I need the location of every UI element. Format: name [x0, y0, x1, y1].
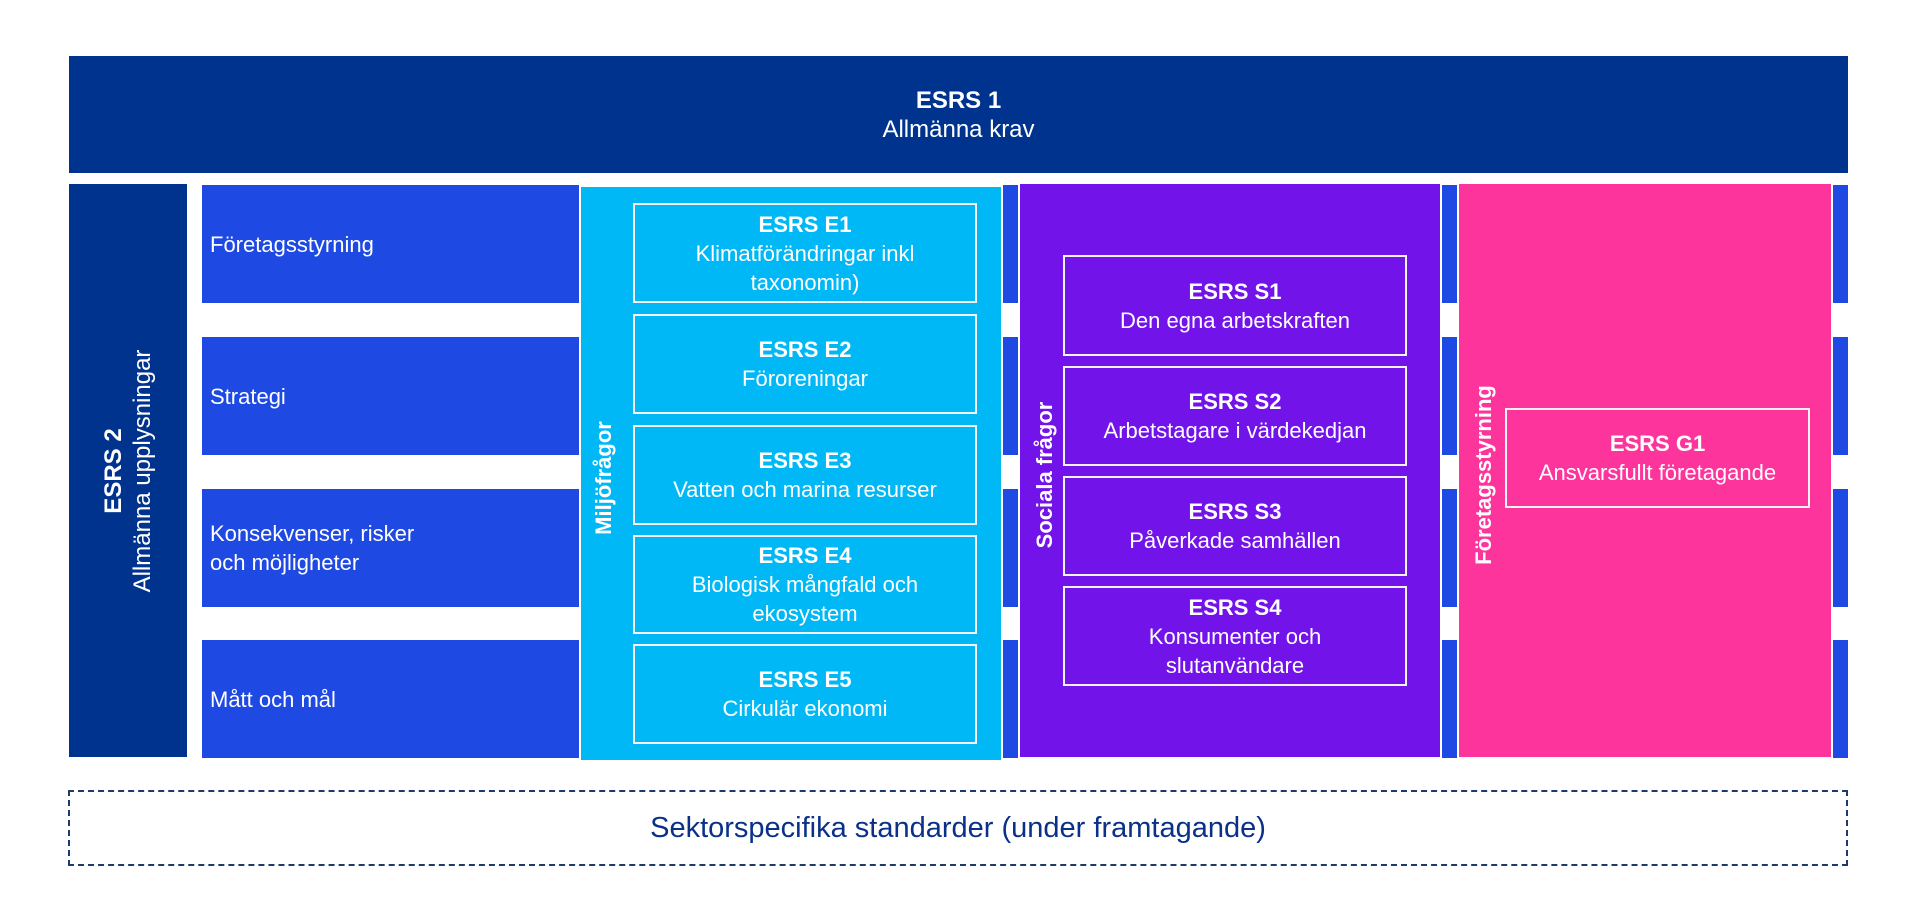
standard-title: Konsumenter och slutanvändare: [1148, 623, 1322, 678]
standard-code: ESRS E3: [758, 448, 852, 473]
standard-code: ESRS E4: [758, 543, 852, 568]
row-strip: [1442, 185, 1457, 303]
standard-box-e1: ESRS E1 Klimatförändringar inkl taxonomi…: [633, 203, 977, 303]
standard-code: ESRS E2: [758, 337, 852, 362]
social-column: Sociala frågor: [1020, 184, 1440, 757]
standard-title: Cirkulär ekonomi: [722, 696, 888, 721]
standard-code: ESRS E1: [758, 211, 852, 237]
row-strip: [1003, 337, 1018, 455]
standard-box-s4: ESRS S4 Konsumenter och slutanvändare: [1063, 586, 1407, 686]
standard-code: ESRS S1: [1188, 278, 1282, 304]
standard-box-e5: ESRS E5 Cirkulär ekonomi: [633, 644, 977, 744]
standard-title: Påverkade samhällen: [1129, 528, 1341, 553]
row-label: Mått och mål: [210, 686, 336, 712]
row-strip: [1003, 640, 1018, 758]
esrs1-code: ESRS 1: [915, 86, 1002, 114]
standard-code: ESRS S3: [1188, 499, 1282, 524]
row-strip: [1442, 489, 1457, 607]
standard-title: Vatten och marina resurser: [673, 477, 937, 502]
esrs2-code: ESRS 2: [100, 427, 127, 514]
standard-title: Klimatförändringar inkl taxonomin): [695, 240, 915, 295]
esrs1-general-requirements: ESRS 1 Allmänna krav: [69, 56, 1848, 173]
row-label: Företagsstyrning: [210, 231, 374, 257]
row-strip: [1833, 185, 1848, 303]
standard-title: Föroreningar: [742, 366, 868, 391]
esrs1-title: Allmänna krav: [882, 115, 1035, 143]
row-metrics-targets: Mått och mål: [202, 640, 579, 758]
environment-column: Miljöfrågor: [581, 187, 1001, 760]
row-governance: Företagsstyrning: [202, 185, 579, 303]
sector-label: Sektorspecifika standarder (under framta…: [650, 811, 1266, 844]
standard-title: Den egna arbetskraften: [1120, 307, 1350, 333]
standard-box-s3: ESRS S3 Påverkade samhällen: [1063, 476, 1407, 576]
standard-box-g1: ESRS G1 Ansvarsfullt företagande: [1505, 408, 1810, 508]
esrs2-general-disclosures: ESRS 2 Allmänna upplysningar: [69, 184, 187, 757]
governance-heading: Företagsstyrning: [1471, 385, 1496, 565]
row-impacts-risks-opportunities: Konsekvenser, risker och möjligheter: [202, 489, 579, 607]
row-label: Strategi: [210, 383, 286, 409]
standard-title: Ansvarsfullt företagande: [1538, 460, 1777, 485]
esrs2-label: ESRS 2 Allmänna upplysningar: [99, 349, 157, 592]
row-strip: [1442, 337, 1457, 455]
environment-heading: Miljöfrågor: [591, 421, 616, 535]
standard-box-s2: ESRS S2 Arbetstagare i värdekedjan: [1063, 366, 1407, 466]
standard-code: ESRS S4: [1188, 594, 1282, 620]
row-strip: [1833, 337, 1848, 455]
row-strip: [1442, 640, 1457, 758]
standard-box-e2: ESRS E2 Föroreningar: [633, 314, 977, 414]
sector-specific-standards: Sektorspecifika standarder (under framta…: [68, 790, 1848, 866]
standard-code: ESRS E5: [758, 667, 852, 692]
row-label: Konsekvenser, risker och möjligheter: [210, 521, 415, 575]
governance-column: Företagsstyrning: [1459, 184, 1831, 757]
row-strip: [1833, 640, 1848, 758]
row-strip: [1003, 489, 1018, 607]
standard-title: Arbetstagare i värdekedjan: [1103, 418, 1367, 443]
row-strip: [1833, 489, 1848, 607]
row-strip: [1003, 185, 1018, 303]
standard-code: ESRS G1: [1609, 431, 1706, 456]
row-strategy: Strategi: [202, 337, 579, 455]
esrs2-title: Allmänna upplysningar: [129, 349, 156, 592]
standard-box-s1: ESRS S1 Den egna arbetskraften: [1063, 255, 1407, 356]
standard-box-e3: ESRS E3 Vatten och marina resurser: [633, 425, 977, 525]
standard-code: ESRS S2: [1188, 389, 1282, 414]
standard-box-e4: ESRS E4 Biologisk mångfald och ekosystem: [633, 535, 977, 634]
standard-title: Biologisk mångfald och ekosystem: [691, 572, 919, 626]
social-heading: Sociala frågor: [1032, 401, 1057, 549]
